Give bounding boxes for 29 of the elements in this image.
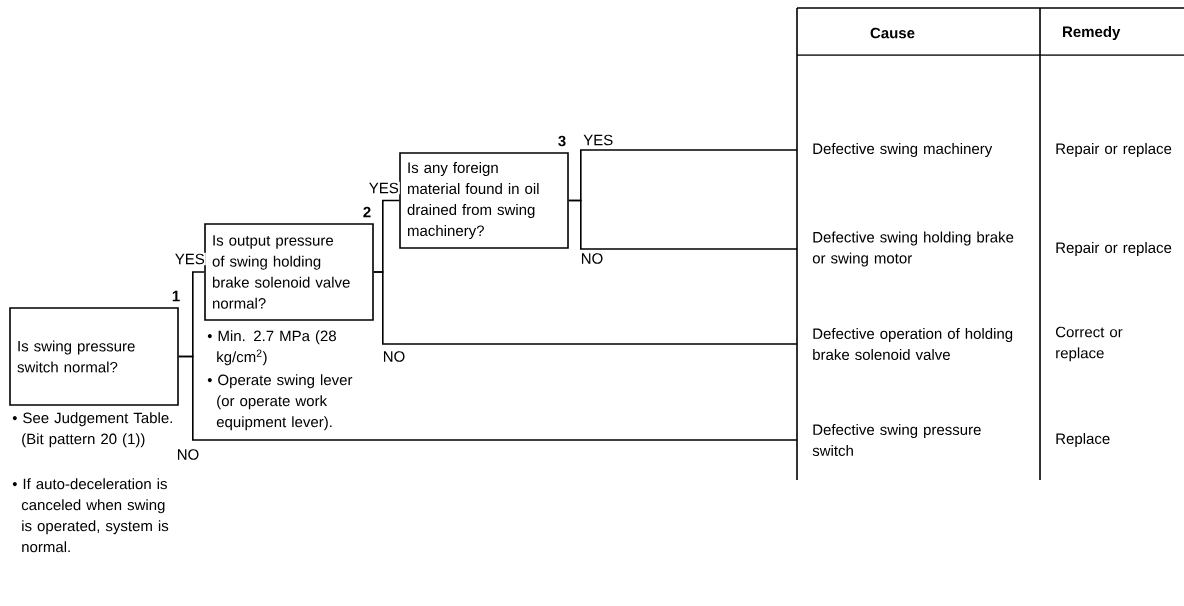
edge-label: NO: [579, 252, 605, 265]
cause-text: Defective swing holding brake or swing motor: [812, 231, 1014, 267]
remedy-text: Correct or replace: [1056, 326, 1123, 362]
edge-label: YES: [173, 252, 206, 266]
cause-text: Defective swing machinery: [813, 143, 993, 157]
connector-line: [373, 271, 798, 345]
column-header: Cause: [870, 27, 915, 39]
edge-label: YES: [367, 181, 400, 195]
remedy-text: Repair or replace: [1056, 143, 1172, 157]
cause-text: Defective operation of holding brake solenoid valve: [813, 328, 1013, 360]
decision-box: Is swing pressure switch normal?: [9, 307, 179, 406]
step-number: 1: [172, 290, 180, 302]
note-text: • See Judgement Table. (Bit pattern 20 (1)): [12, 412, 172, 448]
note-text: • Operate swing lever (or operate work equipment lever).: [207, 374, 353, 431]
decision-box: Is output pressure of swing holding brake solenoid valve normal?: [204, 223, 374, 321]
edge-label: NO: [175, 448, 201, 461]
connector-line: [178, 355, 798, 441]
edge-label: NO: [381, 350, 407, 363]
step-number: 2: [363, 206, 371, 218]
edge-label: YES: [582, 133, 615, 147]
note-text: • If auto-deceleration is canceled when swing is operated, system is normal.: [12, 478, 169, 553]
remedy-text: Repair or replace: [1056, 242, 1172, 256]
note-text: • Min. 2.7 MPa (28 kg/cm$^{2}$): [207, 330, 336, 366]
decision-box: Is any foreign material found in oil drained from swing machinery?: [399, 152, 569, 249]
connector-line: [568, 199, 798, 250]
remedy-text: Replace: [1056, 433, 1110, 447]
cause-text: Defective swing pressure switch: [812, 424, 981, 456]
column-header: Remedy: [1063, 26, 1121, 40]
step-number: 3: [558, 135, 566, 147]
